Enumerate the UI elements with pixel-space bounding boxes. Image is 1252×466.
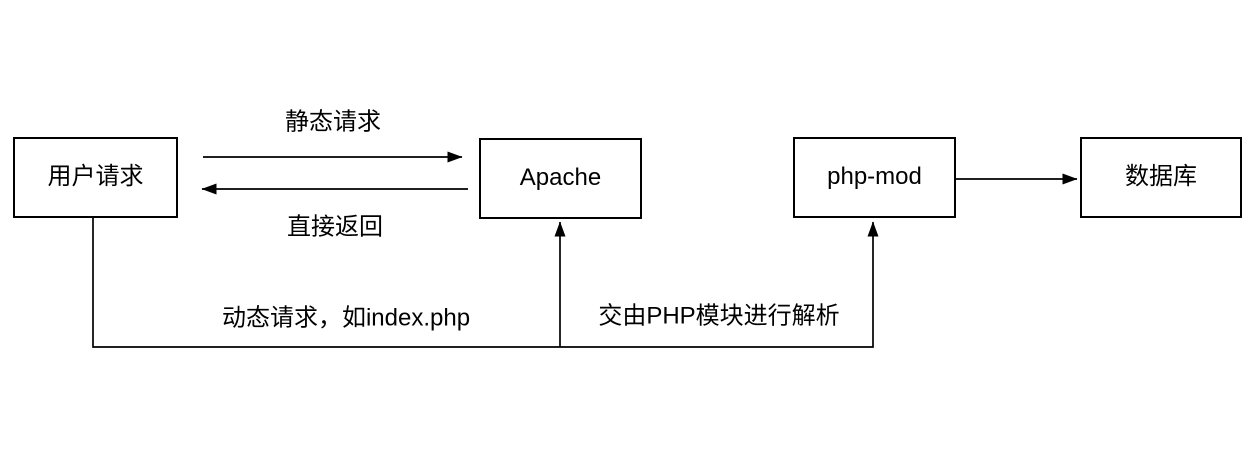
edge-label-dynamic-request: 动态请求，如index.php: [219, 304, 473, 334]
node-apache: Apache: [479, 138, 642, 219]
edge-label-static-request: 静态请求: [283, 108, 383, 138]
node-label: php-mod: [827, 163, 922, 191]
node-database: 数据库: [1080, 137, 1242, 218]
node-label: 数据库: [1125, 163, 1197, 191]
edge-label-php-parse: 交由PHP模块进行解析: [596, 302, 842, 332]
node-label: 用户请求: [47, 163, 144, 191]
edge-label-direct-return: 直接返回: [285, 213, 385, 243]
node-label: Apache: [519, 164, 602, 192]
dynamic-request-path: [92, 218, 879, 348]
node-php-mod: php-mod: [793, 137, 956, 218]
node-user-request: 用户请求: [13, 137, 178, 218]
